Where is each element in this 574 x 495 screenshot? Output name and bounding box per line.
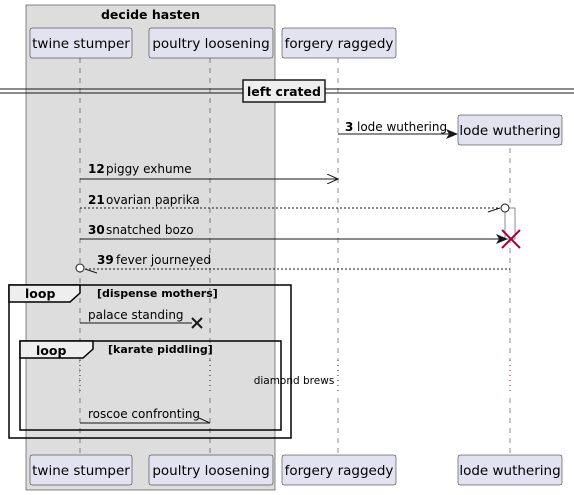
divider-left-crated: left crated	[0, 79, 574, 103]
message-text: snatched bozo	[106, 223, 194, 237]
message-text: roscoe confronting	[88, 407, 200, 421]
participant-lode-wuthering-bottom[interactable]: lode wuthering	[457, 454, 563, 486]
message-12: 12 piggy exhume	[80, 162, 338, 179]
message-text: fever journeyed	[116, 253, 211, 267]
participant-label: lode wuthering	[459, 463, 560, 479]
message-number: 12	[88, 162, 105, 176]
participant-label: forgery raggedy	[285, 463, 394, 479]
group-box-title: decide hasten	[101, 7, 200, 22]
participant-poultry-loosening-top[interactable]: poultry loosening	[148, 27, 274, 59]
participant-label: poultry loosening	[152, 463, 269, 479]
message-number: 30	[88, 223, 105, 237]
message-number: 21	[88, 193, 105, 207]
loop-keyword: loop	[25, 286, 55, 301]
message-39: 39 fever journeyed	[75, 253, 510, 274]
message-roscoe-confronting: roscoe confronting	[80, 407, 211, 424]
message-text: lode wuthering	[357, 120, 447, 134]
message-number: 39	[97, 253, 114, 267]
delay-diamond-brews: diamond brews	[79, 360, 511, 394]
participant-label: forgery raggedy	[285, 36, 394, 52]
participant-twine-stumper-top[interactable]: twine stumper	[29, 27, 133, 59]
loop-karate-piddling: loop [karate piddling]	[19, 340, 282, 431]
message-30: 30 snatched bozo	[80, 223, 508, 244]
participant-group-box: decide hasten	[25, 4, 276, 491]
loop-condition: [karate piddling]	[108, 343, 213, 356]
lost-message-cross	[191, 317, 203, 329]
message-palace-standing: palace standing	[80, 308, 203, 329]
participant-forgery-raggedy-bottom[interactable]: forgery raggedy	[281, 454, 397, 486]
loop-condition: [dispense mothers]	[97, 287, 218, 300]
participant-label: lode wuthering	[459, 123, 560, 139]
participant-lode-wuthering-created[interactable]: lode wuthering	[457, 114, 563, 146]
participant-forgery-raggedy-top[interactable]: forgery raggedy	[281, 27, 397, 59]
loop-keyword: loop	[36, 343, 66, 358]
participant-label: poultry loosening	[152, 36, 269, 52]
participant-poultry-loosening-bottom[interactable]: poultry loosening	[148, 454, 274, 486]
participant-twine-stumper-bottom[interactable]: twine stumper	[29, 454, 133, 486]
loop-dispense-mothers: loop [dispense mothers]	[8, 284, 292, 439]
participant-label: twine stumper	[32, 36, 130, 52]
destroy-cross-lode-wuthering	[501, 229, 521, 249]
message-number: 3	[345, 120, 353, 134]
message-text: palace standing	[88, 308, 184, 322]
divider-label: left crated	[247, 84, 321, 99]
message-text: ovarian paprika	[106, 193, 200, 207]
message-3: 3 lode wuthering	[338, 120, 458, 139]
delay-label: diamond brews	[254, 375, 335, 387]
participant-label: twine stumper	[32, 463, 130, 479]
message-text: piggy exhume	[106, 162, 192, 176]
message-21: 21 ovarian paprika	[80, 193, 510, 213]
